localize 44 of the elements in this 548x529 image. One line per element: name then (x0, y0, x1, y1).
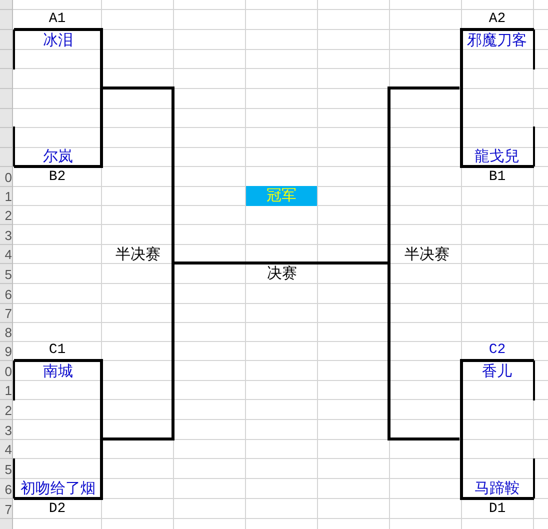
bracket-box (13, 28, 103, 168)
seed-label: D1 (488, 500, 506, 518)
row-number: 0 (4, 364, 12, 378)
round-label: 半决赛 (116, 246, 160, 263)
player-name: 香儿 (482, 362, 512, 380)
seed-label: D2 (48, 500, 66, 518)
row-number: 7 (4, 502, 12, 516)
player-name: 尔岚 (43, 148, 73, 164)
row-number: 2 (4, 402, 12, 418)
player-name: 南城 (43, 362, 73, 380)
row-number: 3 (4, 422, 12, 438)
seed-label: C2 (488, 342, 506, 358)
player-name: 马蹄鞍 (474, 480, 520, 496)
row-number: 6 (4, 482, 12, 496)
bracket-box (460, 358, 534, 500)
player-name: 邪魔刀客 (467, 32, 527, 48)
seed-label: A1 (48, 10, 66, 28)
bracket-box (13, 358, 103, 500)
row-number: 2 (4, 208, 12, 223)
player-name: 冰泪 (43, 32, 73, 48)
highlight-cell: 冠军 (246, 186, 317, 206)
bracket-line (388, 86, 460, 440)
row-number: 1 (4, 189, 12, 204)
row-number: 1 (4, 383, 12, 398)
player-name: 初吻给了烟 (20, 480, 96, 496)
player-name: 龍戈兒 (474, 148, 520, 164)
seed-label: B1 (488, 168, 506, 186)
bracket-box (460, 28, 534, 168)
row-number: 5 (4, 266, 12, 282)
row-number: 5 (4, 462, 12, 476)
row-number: 4 (4, 442, 12, 457)
row-number: 6 (4, 286, 12, 302)
round-label: 决赛 (267, 265, 297, 282)
row-number: 4 (4, 247, 12, 262)
row-number: 3 (4, 228, 12, 242)
row-number: 7 (4, 306, 12, 321)
row-number: 0 (4, 170, 12, 184)
round-label: 半决赛 (404, 246, 450, 263)
seed-label: A2 (488, 10, 506, 28)
bracket-line (103, 86, 174, 440)
row-number: 8 (4, 325, 12, 340)
row-number: 9 (4, 344, 12, 359)
seed-label: C1 (48, 342, 66, 358)
seed-label: B2 (48, 168, 66, 186)
